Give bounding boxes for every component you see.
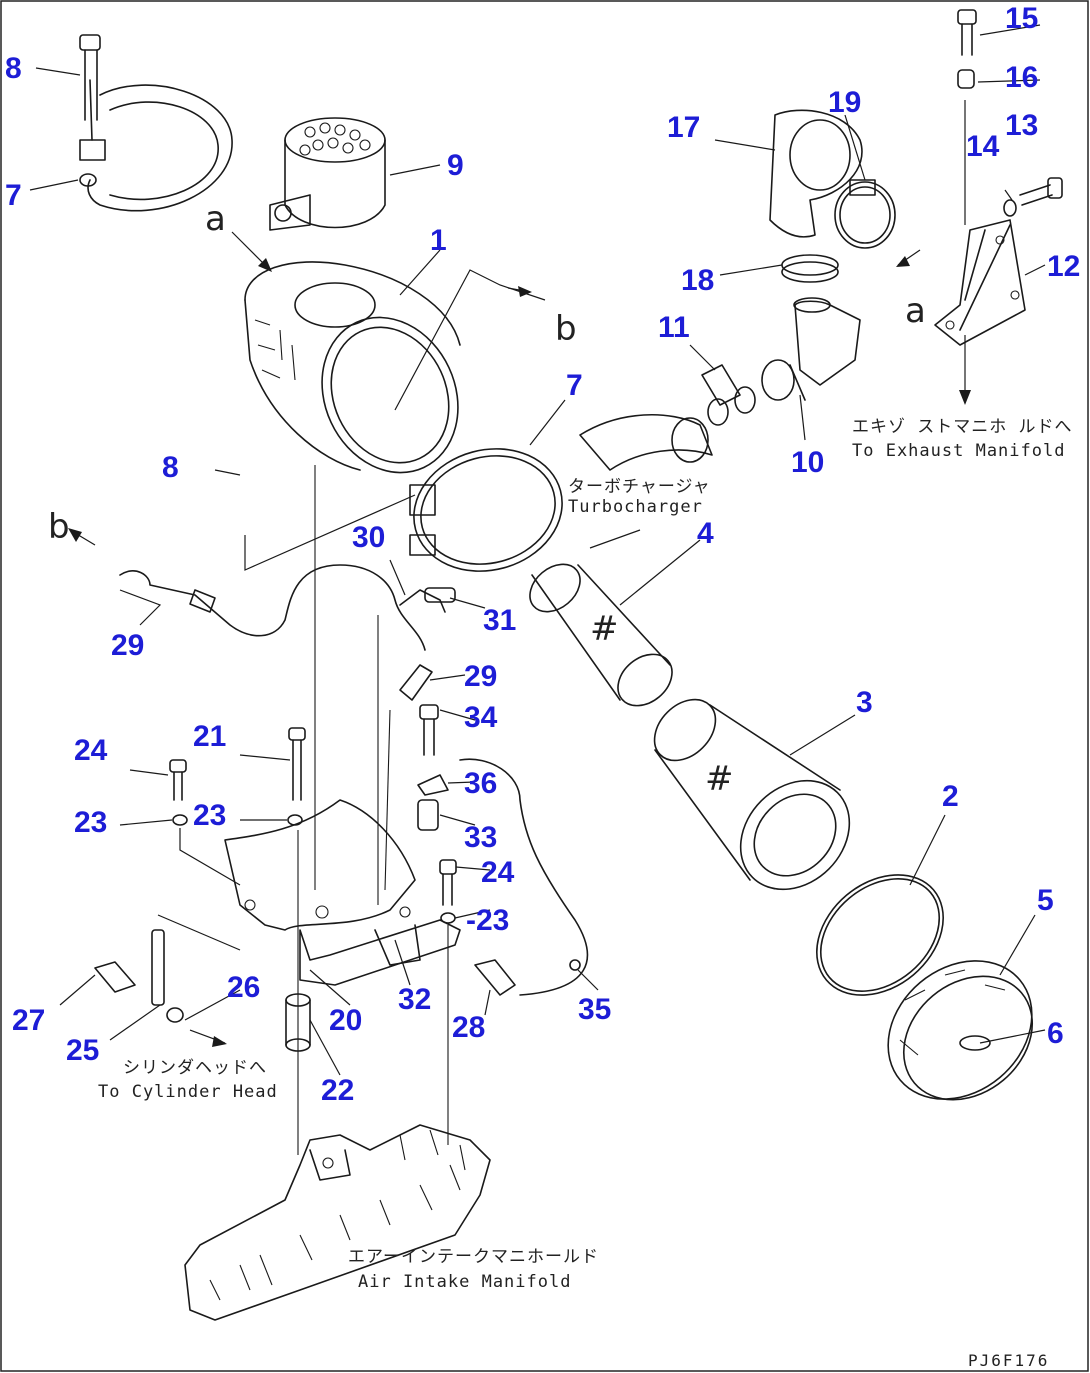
sensor-hose	[119, 564, 589, 996]
callout-7-mid: 7	[566, 369, 583, 402]
callout-11: 11	[658, 311, 690, 344]
callout-31: 31	[483, 604, 516, 637]
outer-filter: #	[653, 698, 851, 891]
bolt-24-right	[439, 859, 457, 906]
callout-20: 20	[329, 1004, 362, 1037]
dust-cover	[887, 960, 1034, 1101]
clamp-top-left	[79, 34, 233, 212]
callout-35: 35	[578, 993, 611, 1026]
washer-23-left	[172, 814, 188, 826]
marker-b-left: b	[48, 507, 70, 547]
caption-exhaust-en: To Exhaust Manifold	[852, 441, 1065, 461]
callout-23-right: -23	[466, 904, 509, 937]
turbocharger-pipe	[579, 413, 713, 471]
spacer-16	[957, 69, 975, 89]
callout-6: 6	[1047, 1017, 1064, 1050]
callout-4: 4	[697, 517, 714, 550]
bolt-34	[419, 704, 439, 756]
callout-2: 2	[942, 780, 959, 813]
callout-27: 27	[12, 1004, 45, 1037]
filter-mark-3: #	[705, 759, 734, 799]
marker-b-right: b	[555, 309, 577, 349]
callout-17: 17	[667, 111, 700, 144]
washer-23-right	[440, 912, 456, 924]
bolt-21	[288, 727, 306, 801]
caption-turbo-jp: ターボチャージャ	[568, 477, 711, 497]
callout-24-left: 24	[74, 734, 108, 767]
precleaner-cap	[269, 117, 386, 231]
callout-19: 19	[828, 86, 861, 119]
gasket-set	[701, 364, 756, 426]
stud-25	[151, 929, 165, 1006]
callout-28: 28	[452, 1011, 485, 1044]
callout-8-mid: 8	[162, 451, 179, 484]
nut-26	[166, 1007, 184, 1023]
clamp-middle	[409, 448, 563, 572]
bolt-13	[1019, 177, 1063, 206]
callout-23-left: 23	[74, 806, 107, 839]
mounting-bracket	[934, 219, 1026, 346]
marker-a-top: a	[205, 199, 226, 239]
air-intake-manifold	[184, 1124, 491, 1321]
caption-intake-jp: エアーインテークマニホールド	[348, 1247, 599, 1267]
evacuator-valve	[959, 1035, 991, 1051]
clip-36	[417, 774, 449, 796]
callout-13: 13	[1005, 109, 1038, 142]
caption-turbo-en: Turbocharger	[568, 497, 703, 517]
fitting-27	[94, 961, 136, 993]
arrowheads	[68, 256, 971, 1047]
part-18-ring-lower	[781, 261, 839, 283]
caption-cylinder-en: To Cylinder Head	[98, 1082, 278, 1102]
callout-29-right: 29	[464, 660, 497, 693]
caption-exhaust-jp: エキゾ ストマニホ ルドへ	[852, 417, 1072, 437]
callout-36: 36	[464, 767, 497, 800]
washer-14	[1003, 199, 1017, 217]
callout-21: 21	[193, 720, 226, 753]
callout-26: 26	[227, 971, 260, 1004]
washer-23-mid	[287, 814, 303, 826]
marker-a-right: a	[905, 291, 926, 331]
callout-9: 9	[447, 149, 464, 182]
callout-33: 33	[464, 821, 497, 854]
callout-15: 15	[1005, 2, 1038, 35]
caption-intake-en: Air Intake Manifold	[358, 1272, 571, 1292]
callout-24-right: 24	[481, 856, 515, 889]
callout-25: 25	[66, 1034, 99, 1067]
callout-10: 10	[791, 446, 824, 479]
bolt-15	[957, 9, 977, 56]
callout-23-mid: 23	[193, 799, 226, 832]
caption-cylinder-jp: シリンダヘッドへ	[123, 1058, 267, 1078]
spacer-33	[417, 799, 439, 831]
callout-34: 34	[464, 701, 498, 734]
filter-mark-4: #	[590, 609, 619, 649]
callout-32: 32	[398, 983, 431, 1016]
callout-16: 16	[1005, 61, 1038, 94]
seal-ring	[816, 874, 944, 996]
callout-5: 5	[1037, 884, 1054, 917]
callout-1: 1	[430, 224, 447, 257]
callout-8-top: 8	[5, 52, 22, 85]
inner-filter: #	[529, 563, 673, 707]
air-cleaner-body	[244, 261, 461, 474]
callout-12: 12	[1047, 250, 1080, 283]
drawing-code: PJ6F176	[968, 1351, 1049, 1370]
callout-29-left: 29	[111, 629, 144, 662]
callout-3: 3	[856, 686, 873, 719]
callout-14: 14	[966, 130, 1000, 163]
seal-ring-inner	[819, 878, 941, 992]
callout-30: 30	[352, 521, 385, 554]
callout-18: 18	[681, 264, 714, 297]
elbow-hose	[769, 109, 896, 249]
exhaust-tee	[761, 297, 861, 401]
callout-22: 22	[321, 1074, 354, 1107]
callout-7-top: 7	[5, 179, 22, 212]
bolt-24-left	[169, 759, 187, 801]
leader-lines	[29, 24, 1046, 1155]
support-bracket	[224, 799, 461, 986]
